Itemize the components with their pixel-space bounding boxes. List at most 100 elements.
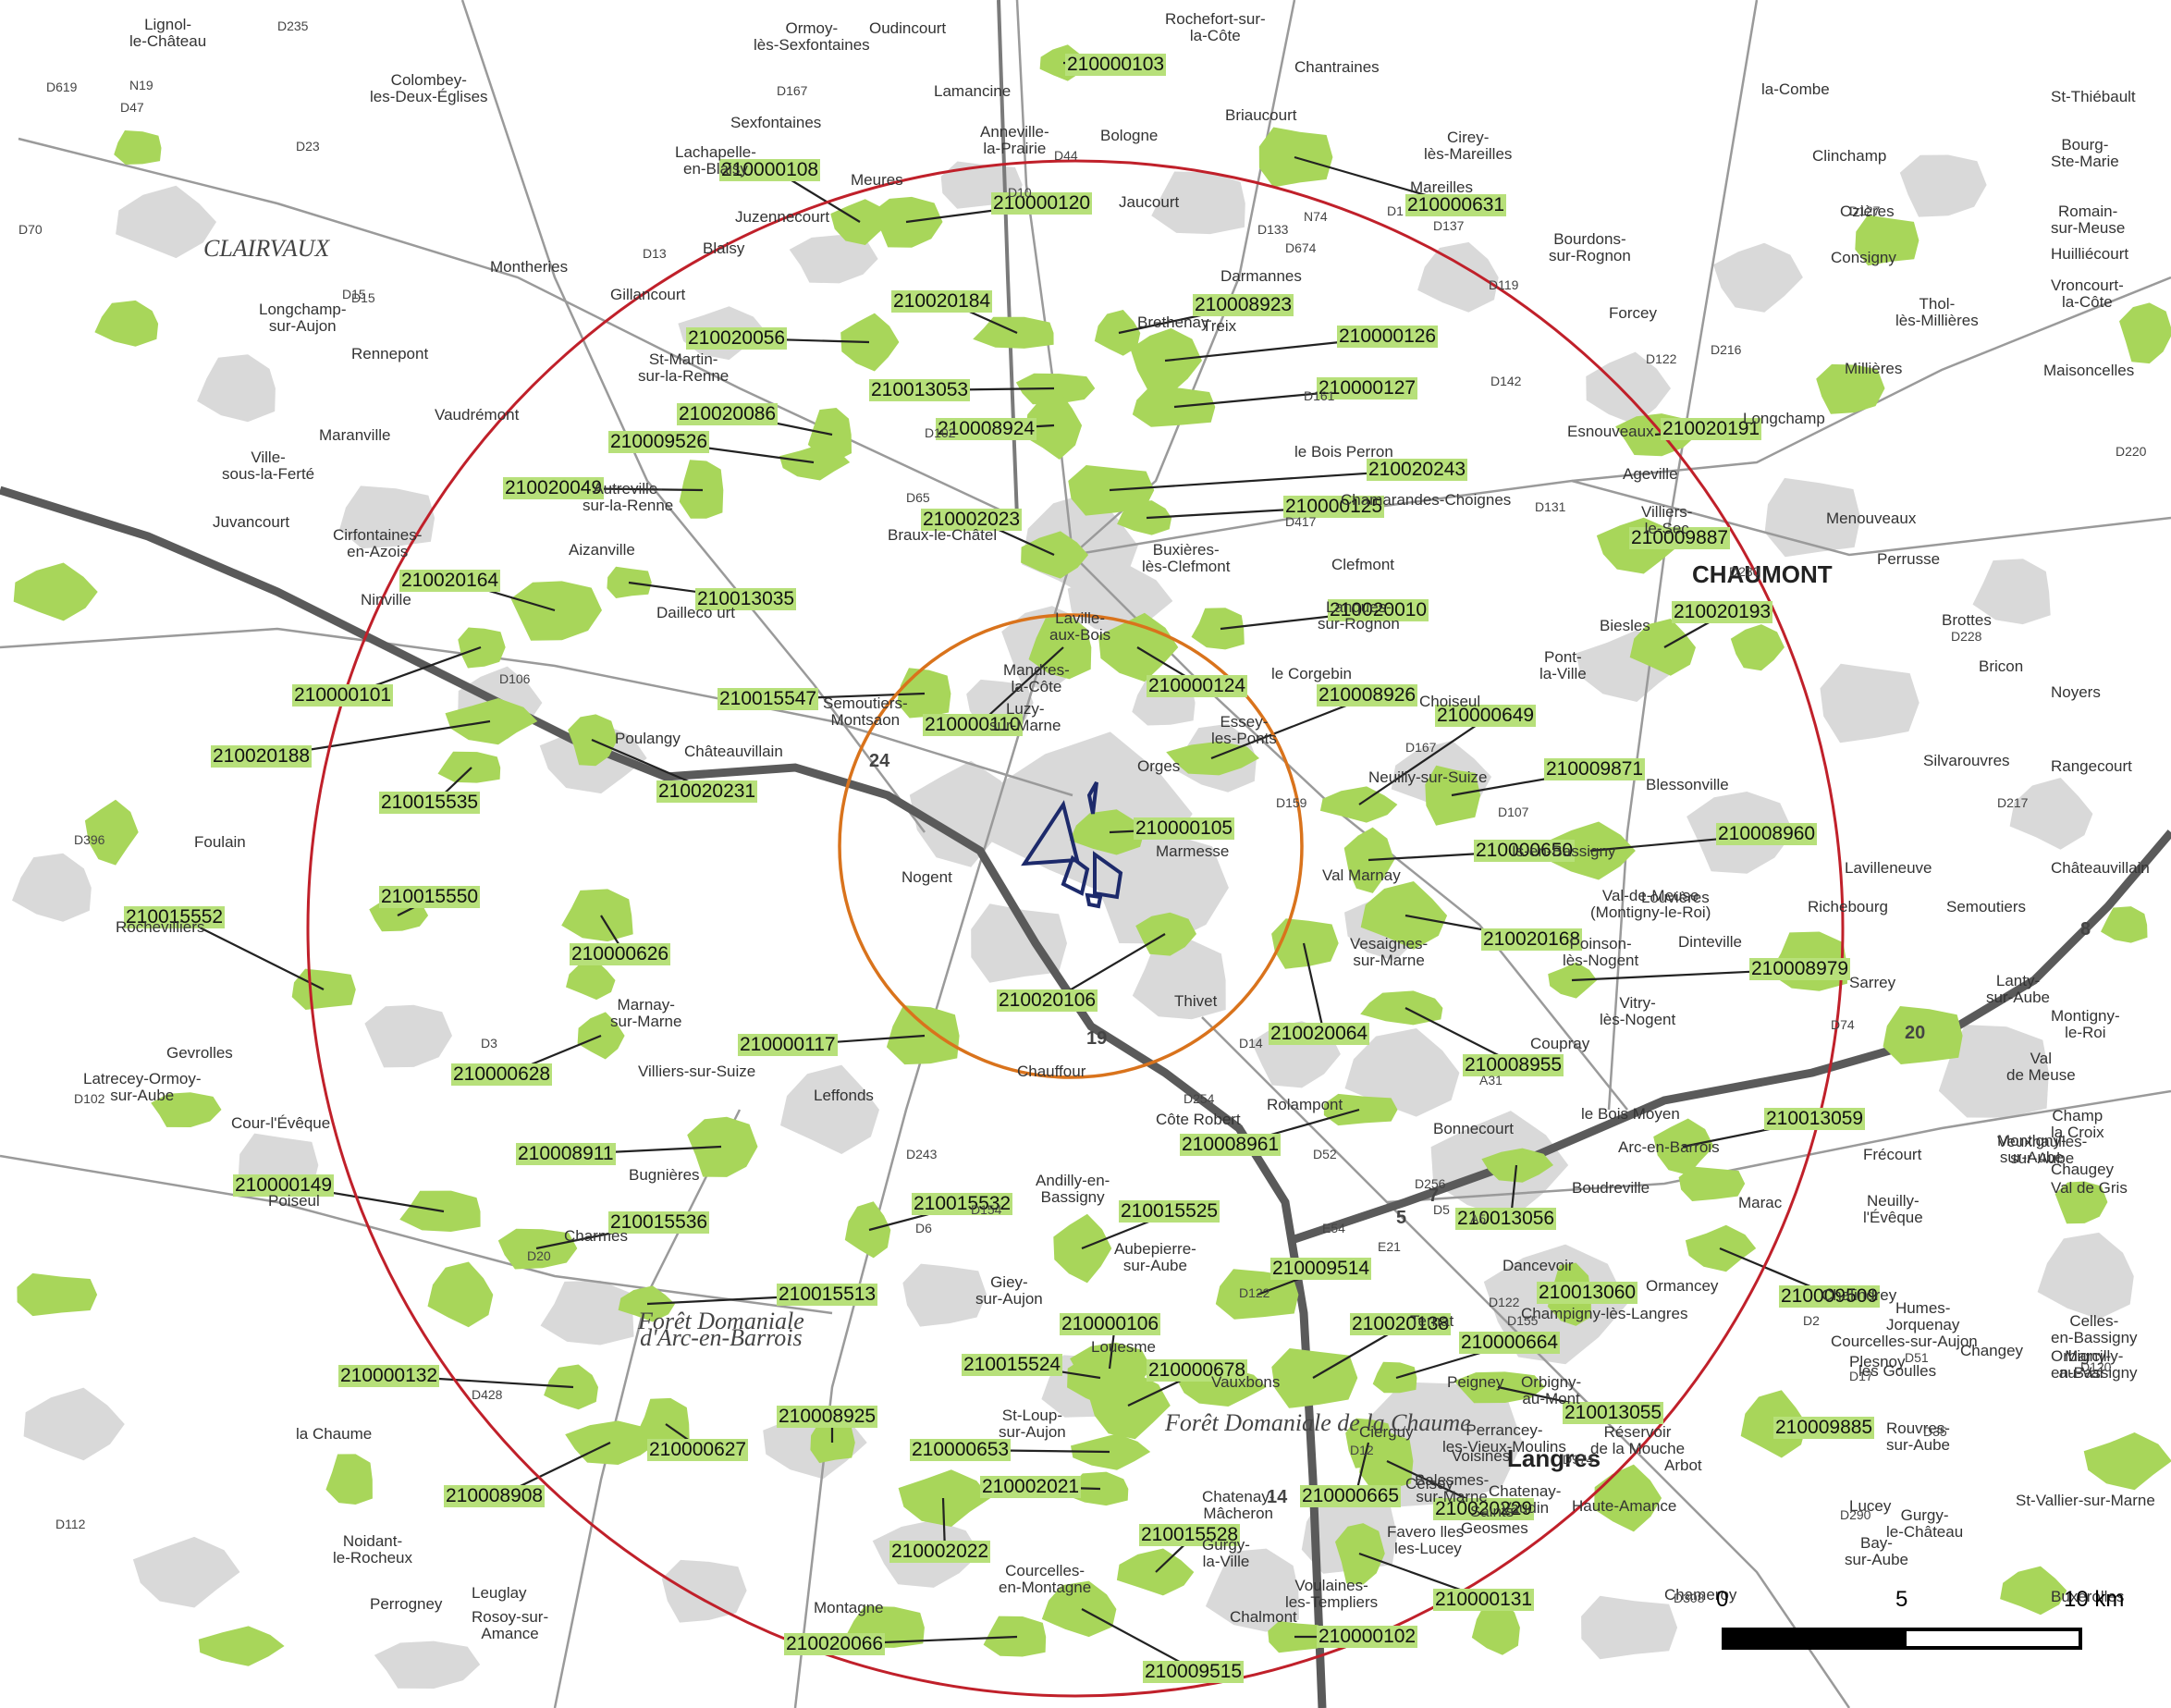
znieff-label[interactable]: 210008961 <box>1180 1134 1282 1156</box>
znieff-label[interactable]: 210020231 <box>656 780 758 803</box>
znieff-label[interactable]: 210000106 <box>1060 1313 1161 1335</box>
znieff-label[interactable]: 210008908 <box>444 1485 546 1507</box>
znieff-label[interactable]: 210015513 <box>777 1284 878 1306</box>
znieff-label[interactable]: 210020010 <box>1328 599 1429 621</box>
place-name: Frécourt <box>1863 1146 1922 1163</box>
znieff-label[interactable]: 210008923 <box>1193 294 1294 316</box>
znieff-label[interactable]: 210002021 <box>980 1476 1082 1498</box>
znieff-label[interactable]: 210020188 <box>211 745 313 768</box>
znieff-label[interactable]: 210013060 <box>1537 1282 1638 1304</box>
znieff-label[interactable]: 210009526 <box>608 431 710 453</box>
znieff-label[interactable]: 210000653 <box>910 1439 1012 1461</box>
znieff-label[interactable]: 210015550 <box>379 886 481 908</box>
znieff-label[interactable]: 210000110 <box>923 714 1023 736</box>
znieff-label[interactable]: 210000127 <box>1317 377 1418 399</box>
place-name: Oudincourt <box>869 19 947 37</box>
znieff-label[interactable]: 210020243 <box>1367 459 1468 481</box>
place-name: Juzennecourt <box>735 208 830 226</box>
znieff-label[interactable]: 210020066 <box>784 1633 886 1655</box>
znieff-label[interactable]: 210000120 <box>991 192 1093 215</box>
znieff-label[interactable]: 210002022 <box>889 1541 991 1563</box>
place-name: Perrusse <box>1877 550 1941 568</box>
znieff-label[interactable]: 210008926 <box>1317 684 1418 707</box>
znieff-label[interactable]: 210020056 <box>686 327 788 350</box>
znieff-label[interactable]: 210020106 <box>997 989 1098 1012</box>
znieff-label[interactable]: 210009885 <box>1773 1417 1875 1439</box>
znieff-label[interactable]: 210009871 <box>1544 758 1646 780</box>
place-name: Blessonville <box>1646 776 1729 793</box>
znieff-label[interactable]: 210015552 <box>124 906 226 928</box>
znieff-zone <box>1071 1433 1151 1470</box>
znieff-label[interactable]: 210000678 <box>1147 1359 1248 1382</box>
znieff-label[interactable]: 210008979 <box>1749 958 1851 980</box>
znieff-label[interactable]: 210008960 <box>1716 823 1818 845</box>
znieff-label[interactable]: 210020138 <box>1350 1313 1452 1335</box>
znieff-label[interactable]: 210000131 <box>1433 1589 1535 1611</box>
znieff-label[interactable]: 210000149 <box>233 1174 335 1197</box>
znieff-label[interactable]: 210015528 <box>1139 1524 1241 1546</box>
place-name: Lamancine <box>934 82 1012 100</box>
znieff-label[interactable]: 210020086 <box>677 403 779 425</box>
znieff-label[interactable]: 210020229 <box>1433 1498 1535 1520</box>
place-name: Huilliécourt <box>2051 245 2129 263</box>
znieff-label[interactable]: 210000126 <box>1337 326 1439 348</box>
place-name: Lucey <box>1849 1497 1892 1515</box>
znieff-label[interactable]: 210000665 <box>1300 1485 1402 1507</box>
znieff-label[interactable]: 210020064 <box>1269 1023 1370 1045</box>
znieff-label[interactable]: 210000132 <box>338 1365 440 1387</box>
urban-patch <box>12 853 92 922</box>
place-name: Peigney <box>1447 1373 1504 1391</box>
znieff-label[interactable]: 210000108 <box>719 159 821 181</box>
znieff-label[interactable]: 210020184 <box>891 290 993 313</box>
road-number: D102 <box>74 1091 105 1106</box>
znieff-label[interactable]: 210000631 <box>1405 194 1507 216</box>
znieff-label[interactable]: 210008925 <box>777 1406 878 1428</box>
znieff-label[interactable]: 210015535 <box>379 792 481 814</box>
znieff-label[interactable]: 210000125 <box>1283 496 1385 518</box>
place-name: Marac <box>1738 1194 1783 1211</box>
znieff-label[interactable]: 210000101 <box>292 684 394 707</box>
znieff-label[interactable]: 210009887 <box>1629 527 1731 549</box>
znieff-label[interactable]: 210013056 <box>1455 1208 1557 1230</box>
znieff-label[interactable]: 210015532 <box>912 1193 1013 1215</box>
znieff-label[interactable]: 210013053 <box>869 379 971 401</box>
znieff-label[interactable]: 210020164 <box>399 570 501 592</box>
znieff-label[interactable]: 210009514 <box>1270 1258 1372 1280</box>
znieff-label[interactable]: 210015536 <box>608 1211 710 1234</box>
znieff-label[interactable]: 210002023 <box>921 509 1023 531</box>
znieff-label[interactable]: 210013035 <box>695 588 797 610</box>
znieff-label[interactable]: 210000627 <box>647 1439 749 1461</box>
znieff-label[interactable]: 210000103 <box>1065 54 1167 76</box>
znieff-label[interactable]: 210020049 <box>503 477 605 499</box>
znieff-label[interactable]: 210000628 <box>451 1063 553 1086</box>
green-patch <box>1471 1599 1520 1655</box>
znieff-label[interactable]: 210015525 <box>1119 1200 1220 1223</box>
znieff-label[interactable]: 210000102 <box>1317 1626 1418 1648</box>
urban-patch <box>116 185 216 259</box>
urban-patch <box>902 1263 987 1327</box>
znieff-label[interactable]: 210015524 <box>962 1354 1063 1376</box>
znieff-label[interactable]: 210020191 <box>1661 418 1762 440</box>
znieff-label[interactable]: 210008911 <box>516 1143 616 1165</box>
znieff-label[interactable]: 210000664 <box>1459 1332 1561 1354</box>
znieff-label[interactable]: 210020193 <box>1672 601 1773 623</box>
znieff-label[interactable]: 210013059 <box>1764 1108 1866 1130</box>
znieff-label[interactable]: 210000105 <box>1134 817 1235 840</box>
znieff-label[interactable]: 210008924 <box>936 418 1037 440</box>
znieff-label[interactable]: 210020168 <box>1481 928 1583 951</box>
znieff-label[interactable]: 210000626 <box>570 943 671 965</box>
place-name: Nogent <box>902 868 952 886</box>
znieff-label[interactable]: 210000124 <box>1147 675 1248 697</box>
znieff-label[interactable]: 210013055 <box>1563 1402 1664 1424</box>
znieff-label[interactable]: 210000649 <box>1435 705 1537 727</box>
znieff-label[interactable]: 210000650 <box>1474 840 1576 862</box>
znieff-label[interactable]: 210015547 <box>718 688 819 710</box>
znieff-label[interactable]: 210008955 <box>1463 1054 1564 1076</box>
znieff-label[interactable]: 210009509 <box>1779 1285 1881 1308</box>
place-name: Chauffour <box>1017 1063 1086 1080</box>
znieff-label[interactable]: 210000117 <box>738 1034 838 1056</box>
place-name: Bricon <box>1979 657 2024 675</box>
znieff-label[interactable]: 210009515 <box>1143 1661 1245 1683</box>
green-patch <box>2054 1181 2108 1224</box>
